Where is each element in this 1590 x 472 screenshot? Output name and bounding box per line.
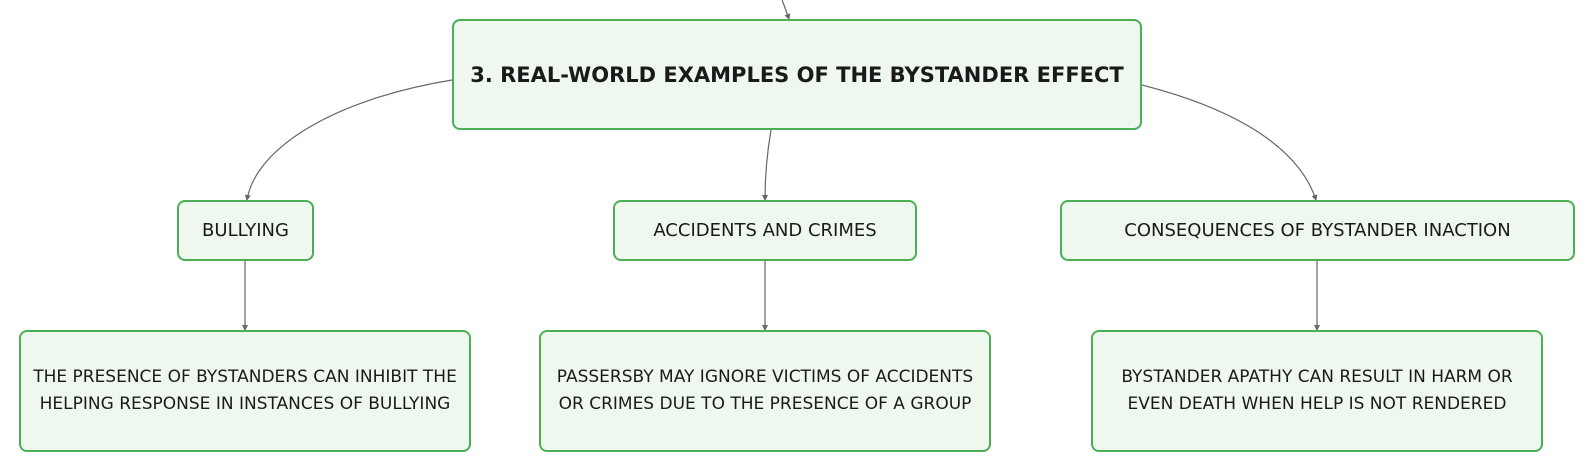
detail-node-consequences[interactable]: BYSTANDER APATHY CAN RESULT IN HARM OR E…: [1091, 330, 1543, 452]
connector-root-to-consequences: [1141, 84, 1318, 201]
connector-root-to-accidents: [762, 129, 772, 201]
detail-node-bullying[interactable]: THE PRESENCE OF BYSTANDERS CAN INHIBIT T…: [19, 330, 471, 452]
branch-node-label: ACCIDENTS AND CRIMES: [653, 220, 877, 241]
connector-incoming-root: [781, 0, 791, 20]
branch-node-label: CONSEQUENCES OF BYSTANDER INACTION: [1124, 220, 1511, 241]
detail-node-accidents-and-crimes[interactable]: PASSERSBY MAY IGNORE VICTIMS OF ACCIDENT…: [539, 330, 991, 452]
root-node-label: 3. REAL-WORLD EXAMPLES OF THE BYSTANDER …: [470, 62, 1124, 87]
root-node[interactable]: 3. REAL-WORLD EXAMPLES OF THE BYSTANDER …: [452, 19, 1142, 130]
branch-node-consequences[interactable]: CONSEQUENCES OF BYSTANDER INACTION: [1060, 200, 1575, 261]
detail-node-text: BYSTANDER APATHY CAN RESULT IN HARM OR E…: [1121, 367, 1513, 414]
detail-node-text: PASSERSBY MAY IGNORE VICTIMS OF ACCIDENT…: [556, 367, 974, 414]
detail-node-text: THE PRESENCE OF BYSTANDERS CAN INHIBIT T…: [33, 367, 457, 414]
branch-node-label: BULLYING: [202, 220, 289, 241]
branch-node-bullying[interactable]: BULLYING: [177, 200, 314, 261]
branch-node-accidents-and-crimes[interactable]: ACCIDENTS AND CRIMES: [613, 200, 917, 261]
connector-root-to-bullying: [244, 79, 453, 201]
